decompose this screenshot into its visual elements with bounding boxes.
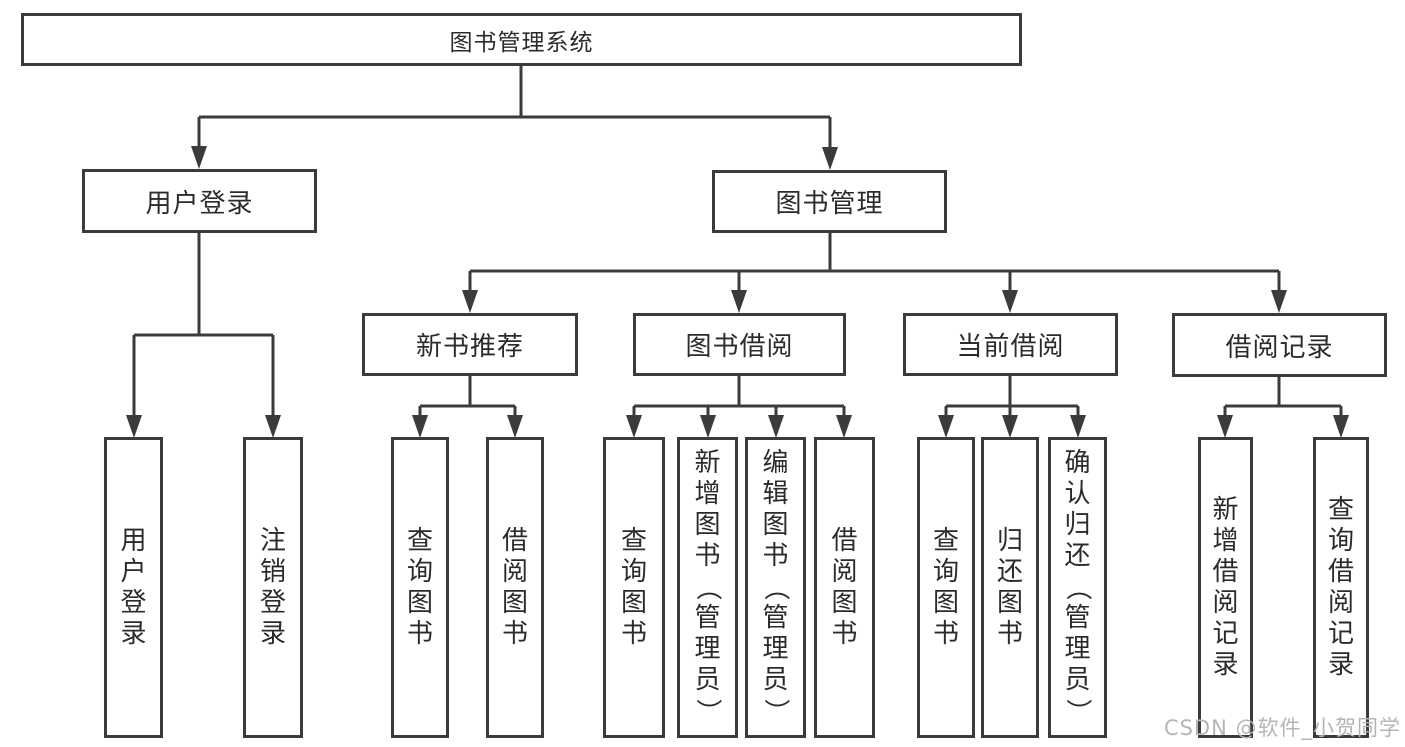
leaf-query-books: 查询图书 xyxy=(603,437,665,738)
leaf-add-books-admin: 新增图书（管理员） xyxy=(677,437,738,738)
watermark: CSDN @软件_小贺同学 xyxy=(1163,716,1401,740)
arrowhead xyxy=(1070,415,1086,438)
arrowhead xyxy=(626,415,642,438)
leaf-edit-books-admin: 编辑图书（管理员） xyxy=(745,437,806,738)
node-library-management-system: 图书管理系统 xyxy=(21,13,1022,66)
node-label: 注销登录 xyxy=(259,525,286,649)
leaf-logout: 注销登录 xyxy=(243,437,303,738)
leaf-query-books: 查询图书 xyxy=(917,437,975,738)
node-label: 当前借阅 xyxy=(956,332,1065,362)
node-label: 查询图书 xyxy=(406,525,433,649)
node-label: 图书管理 xyxy=(775,189,884,219)
leaf-add-borrow-record: 新增借阅记录 xyxy=(1198,437,1253,738)
arrowhead xyxy=(126,415,142,438)
node-label: 用户登录 xyxy=(145,188,254,219)
node-label: 借阅记录 xyxy=(1225,332,1334,363)
node-current-borrow: 当前借阅 xyxy=(903,313,1118,376)
node-label: 查询图书 xyxy=(932,525,959,649)
node-label: 新书推荐 xyxy=(415,332,524,362)
arrowhead xyxy=(822,147,838,170)
node-user-login: 用户登录 xyxy=(82,169,317,233)
arrowhead xyxy=(700,415,716,438)
arrowhead xyxy=(191,146,207,169)
leaf-borrow-books: 借阅图书 xyxy=(486,437,544,738)
arrowhead xyxy=(1002,415,1018,438)
node-label: 用户登录 xyxy=(120,525,147,649)
arrowhead xyxy=(265,415,281,438)
arrowhead xyxy=(731,290,747,313)
node-label: 归还图书 xyxy=(996,525,1023,649)
leaf-confirm-return-admin: 确认归还（管理员） xyxy=(1048,437,1107,738)
arrowhead xyxy=(1217,415,1233,438)
arrowhead xyxy=(412,415,428,438)
node-label: 查询借阅记录 xyxy=(1327,494,1354,680)
arrowhead xyxy=(1002,290,1018,313)
node-label: 图书借阅 xyxy=(685,332,794,362)
arrowhead xyxy=(768,415,784,438)
node-new-book-recommend: 新书推荐 xyxy=(362,313,578,376)
arrowhead xyxy=(462,290,478,313)
node-label: 编辑图书（管理员） xyxy=(760,448,791,725)
arrowhead xyxy=(836,415,852,438)
leaf-return-books: 归还图书 xyxy=(981,437,1039,738)
node-label: 借阅图书 xyxy=(831,525,858,649)
node-label: 图书管理系统 xyxy=(449,29,594,56)
leaf-query-borrow-record: 查询借阅记录 xyxy=(1313,437,1369,738)
arrowhead xyxy=(507,415,523,438)
node-book-management: 图书管理 xyxy=(712,170,947,233)
node-borrow-records: 借阅记录 xyxy=(1172,313,1387,377)
node-label: 确认归还（管理员） xyxy=(1062,448,1093,725)
node-label: 新增图书（管理员） xyxy=(692,448,723,725)
arrowhead xyxy=(1271,290,1287,313)
arrowhead xyxy=(938,415,954,438)
node-label: 新增借阅记录 xyxy=(1212,494,1239,680)
node-book-borrow: 图书借阅 xyxy=(633,313,846,376)
leaf-query-books: 查询图书 xyxy=(391,437,449,738)
arrowhead xyxy=(1333,415,1349,438)
node-label: 借阅图书 xyxy=(501,525,528,649)
node-label: 查询图书 xyxy=(620,525,647,649)
leaf-user-login: 用户登录 xyxy=(104,437,163,738)
leaf-borrow-books: 借阅图书 xyxy=(814,437,875,738)
